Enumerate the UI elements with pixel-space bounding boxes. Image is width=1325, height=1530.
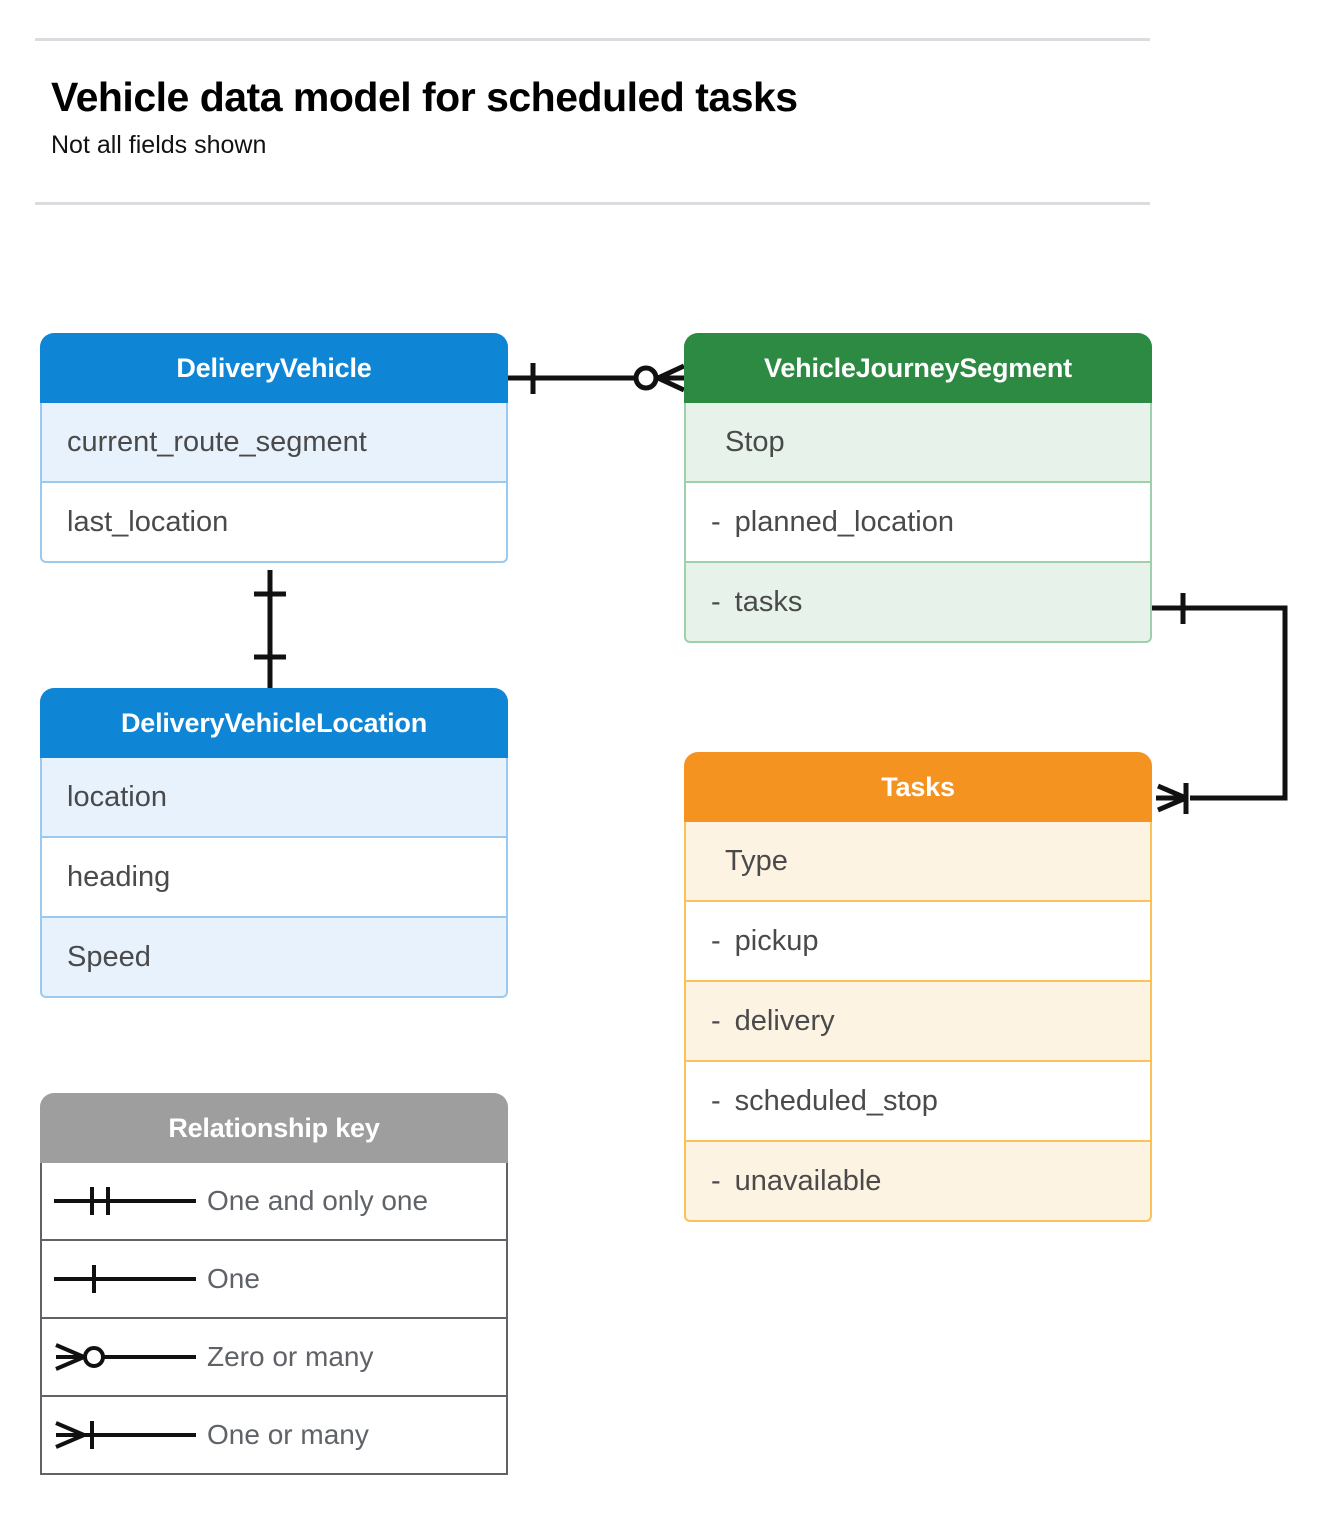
field-row[interactable]: current_route_segment (40, 403, 508, 483)
field-row[interactable]: heading (40, 838, 508, 918)
relationship-key-label: One (207, 1263, 260, 1294)
entity-delivery-vehicle-title: DeliveryVehicle (40, 333, 508, 403)
relationship-key-item: One or many (40, 1397, 508, 1475)
connector-tasks-relation (1152, 593, 1288, 814)
entity-vehicle-journey-segment-title: VehicleJourneySegment (684, 333, 1152, 403)
field-label: last_location (67, 505, 229, 538)
field-label: scheduled_stop (734, 1084, 938, 1117)
field-dash: - (711, 1084, 721, 1117)
field-row[interactable]: - pickup (684, 902, 1152, 982)
field-dash: - (711, 924, 721, 957)
field-label: current_route_segment (67, 425, 367, 458)
relationship-key-label: Zero or many (207, 1341, 374, 1372)
relationship-key-table: Relationship key One and only one One (40, 1093, 508, 1475)
relationship-key-label: One and only one (207, 1185, 429, 1216)
field-row[interactable]: - tasks (684, 563, 1152, 643)
one-and-only-one-icon (42, 1179, 207, 1223)
page-title: Vehicle data model for scheduled tasks (51, 74, 798, 120)
field-dash: - (711, 1164, 721, 1197)
entity-vehicle-journey-segment[interactable]: VehicleJourneySegment Stop - planned_loc… (684, 333, 1152, 643)
field-label: location (67, 780, 167, 813)
field-label: planned_location (734, 505, 954, 538)
field-row[interactable]: Type (684, 822, 1152, 902)
entity-tasks-title: Tasks (684, 752, 1152, 822)
field-label: delivery (734, 1004, 835, 1037)
field-row[interactable]: - planned_location (684, 483, 1152, 563)
field-label: Type (725, 844, 788, 877)
relationship-key-label: One or many (207, 1419, 369, 1450)
header-divider-top (35, 38, 1150, 41)
field-row[interactable]: Speed (40, 918, 508, 998)
field-row[interactable]: - scheduled_stop (684, 1062, 1152, 1142)
field-label: unavailable (734, 1164, 882, 1197)
field-row[interactable]: - unavailable (684, 1142, 1152, 1222)
field-label: Speed (67, 940, 151, 973)
field-dash: - (711, 585, 721, 618)
one-or-many-icon (42, 1413, 207, 1457)
field-row[interactable]: Stop (684, 403, 1152, 483)
field-dash: - (711, 505, 721, 538)
field-row[interactable]: - delivery (684, 982, 1152, 1062)
connector-vehicle-to-journey-segment (508, 363, 686, 394)
relationship-key-item: Zero or many (40, 1319, 508, 1397)
page-subtitle: Not all fields shown (51, 131, 267, 159)
field-row[interactable]: last_location (40, 483, 508, 563)
relationship-key-item: One and only one (40, 1163, 508, 1241)
connector-vehicle-to-location (254, 570, 286, 690)
entity-tasks[interactable]: Tasks Type - pickup - delivery - schedul… (684, 752, 1152, 1222)
one-icon (42, 1257, 207, 1301)
relationship-key-item: One (40, 1241, 508, 1319)
entity-delivery-vehicle-location[interactable]: DeliveryVehicleLocation location heading… (40, 688, 508, 998)
field-row[interactable]: location (40, 758, 508, 838)
field-label: Stop (725, 425, 785, 458)
field-label: heading (67, 860, 171, 893)
field-label: pickup (734, 924, 819, 957)
entity-delivery-vehicle-location-title: DeliveryVehicleLocation (40, 688, 508, 758)
field-dash: - (711, 1004, 721, 1037)
header-divider-bottom (35, 202, 1150, 205)
field-label: tasks (734, 585, 803, 618)
relationship-key-title: Relationship key (40, 1093, 508, 1163)
entity-delivery-vehicle[interactable]: DeliveryVehicle current_route_segment la… (40, 333, 508, 563)
zero-or-many-icon (42, 1335, 207, 1379)
